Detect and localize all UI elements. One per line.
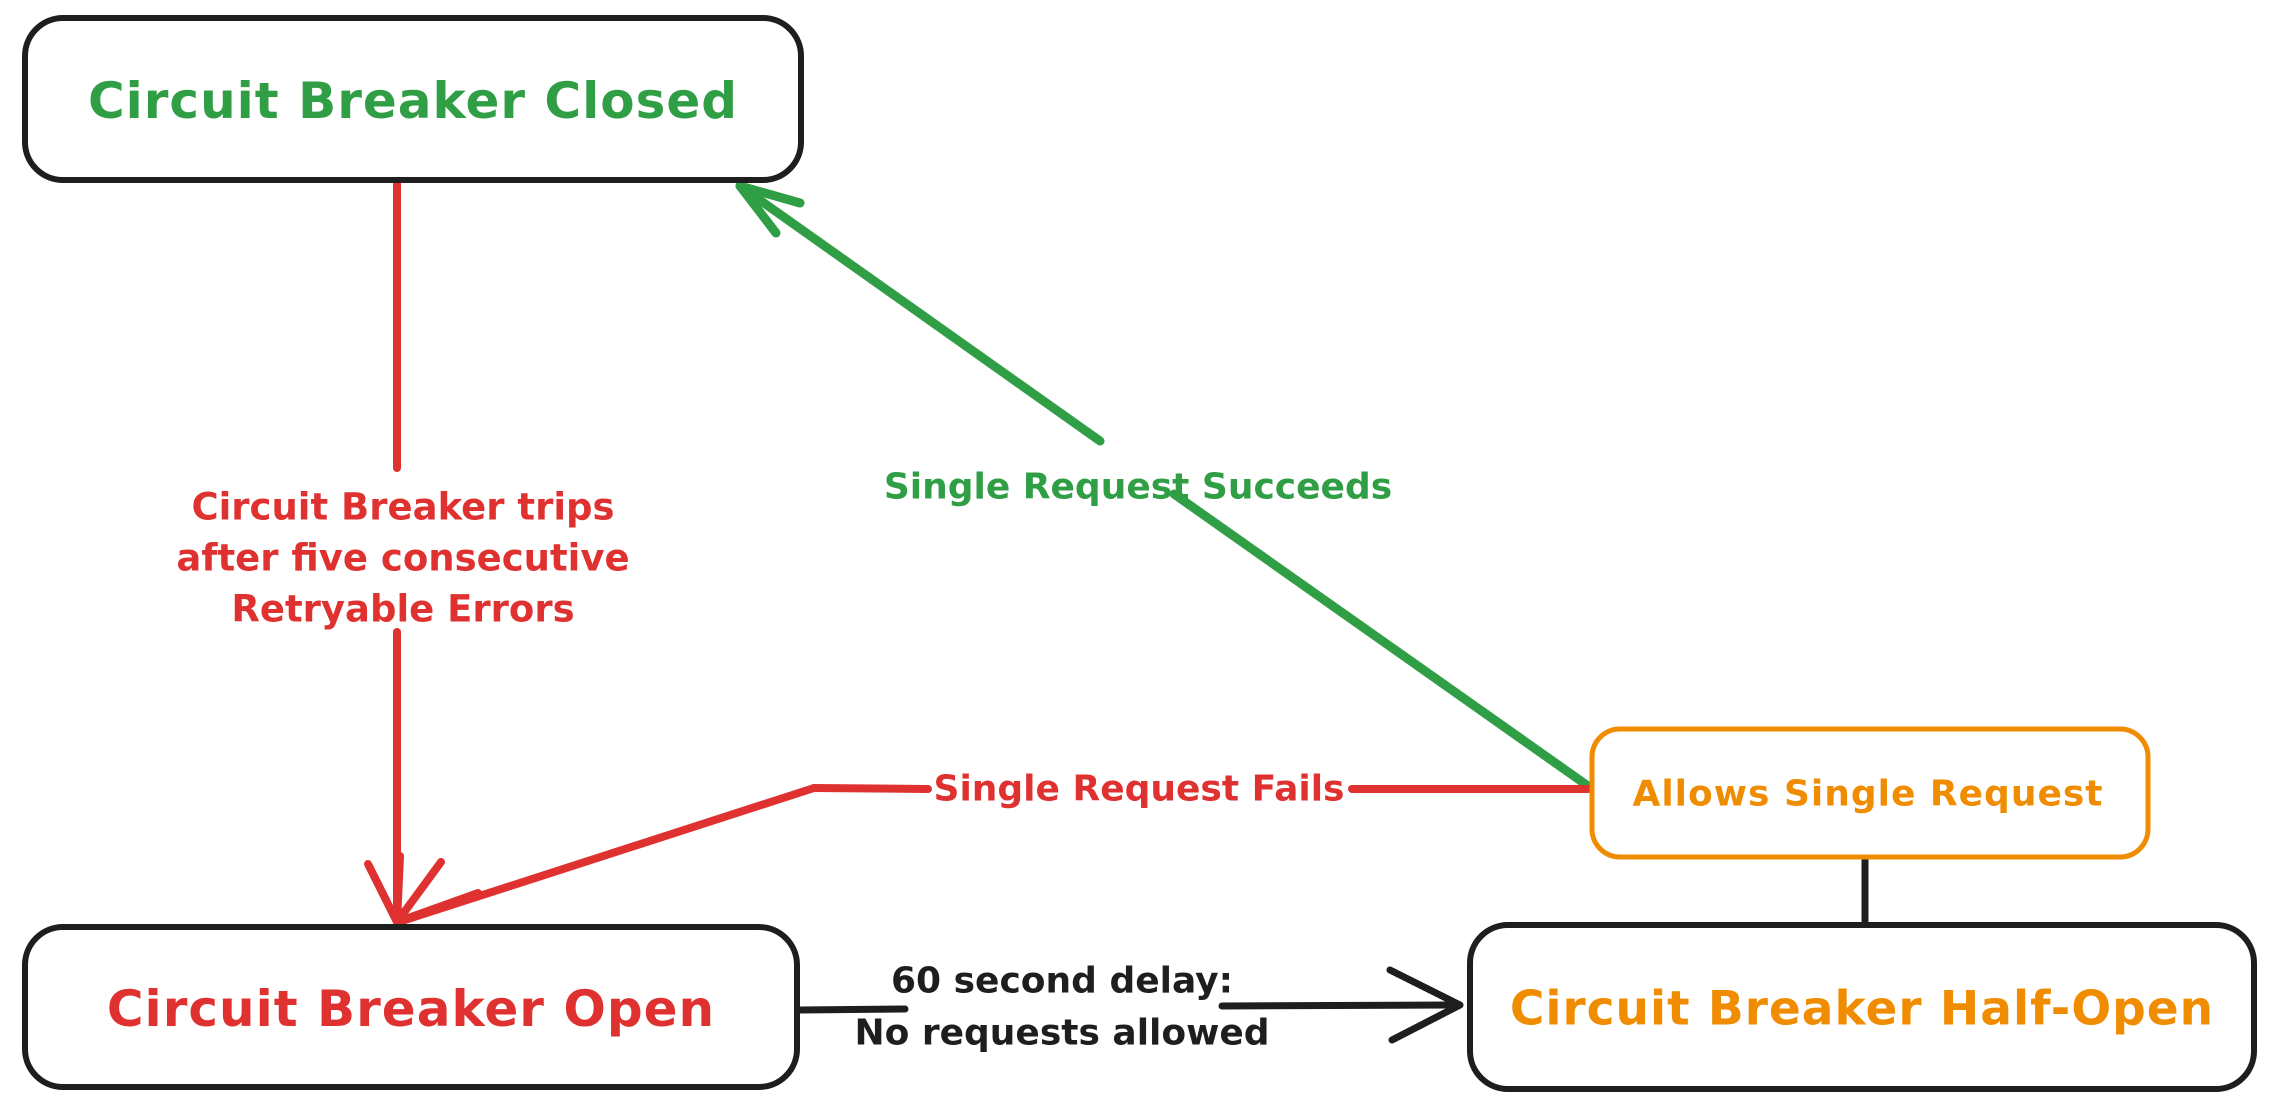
node-circuit-breaker-closed: Circuit Breaker Closed <box>22 15 804 183</box>
node-allows-single-request: Allows Single Request <box>1589 726 2151 860</box>
node-circuit-breaker-half-open-box <box>1467 922 2257 1092</box>
edge-delay-label-line2: No requests allowed <box>854 1013 1269 1054</box>
edge-delay-label-line1: 60 second delay: <box>891 961 1233 1002</box>
node-circuit-breaker-half-open-label: Circuit Breaker Half-Open <box>1510 982 2214 1037</box>
node-circuit-breaker-open: Circuit Breaker Open <box>22 924 800 1090</box>
edge-succeeds-arrowhead <box>735 181 805 238</box>
edge-fails-label: Single Request Fails <box>934 769 1345 810</box>
edge-trips-arrowhead <box>364 852 482 926</box>
edge-fails-line-middle <box>810 784 932 793</box>
node-circuit-breaker-closed-box <box>22 15 804 183</box>
edge-delay: 60 second delay: No requests allowed <box>796 961 1464 1054</box>
edge-trips: Circuit Breaker trips after five consecu… <box>176 180 630 926</box>
edge-succeeds-line-upper <box>735 181 1105 446</box>
edge-succeeds-line-lower <box>1169 489 1593 791</box>
node-circuit-breaker-closed-label: Circuit Breaker Closed <box>88 72 738 130</box>
edge-delay-line-right <box>1218 1001 1454 1010</box>
node-circuit-breaker-open-label: Circuit Breaker Open <box>107 980 715 1038</box>
edge-succeeds: Single Request Succeeds <box>735 181 1593 791</box>
edge-fails: Single Request Fails <box>398 769 1592 925</box>
node-circuit-breaker-half-open: Circuit Breaker Half-Open <box>1467 922 2257 1092</box>
node-allows-single-request-label: Allows Single Request <box>1632 774 2103 815</box>
edge-trips-label-line3: Retryable Errors <box>231 588 574 631</box>
node-circuit-breaker-open-box <box>22 924 800 1090</box>
edge-succeeds-label: Single Request Succeeds <box>884 467 1392 508</box>
edge-trips-label-line2: after five consecutive <box>176 537 629 580</box>
edge-trips-label-line1: Circuit Breaker trips <box>191 486 614 529</box>
edge-delay-line-left <box>796 1005 909 1014</box>
edge-fails-line-diagonal <box>398 784 818 925</box>
node-allows-single-request-box <box>1589 726 2151 860</box>
edge-delay-arrowhead <box>1386 966 1464 1044</box>
